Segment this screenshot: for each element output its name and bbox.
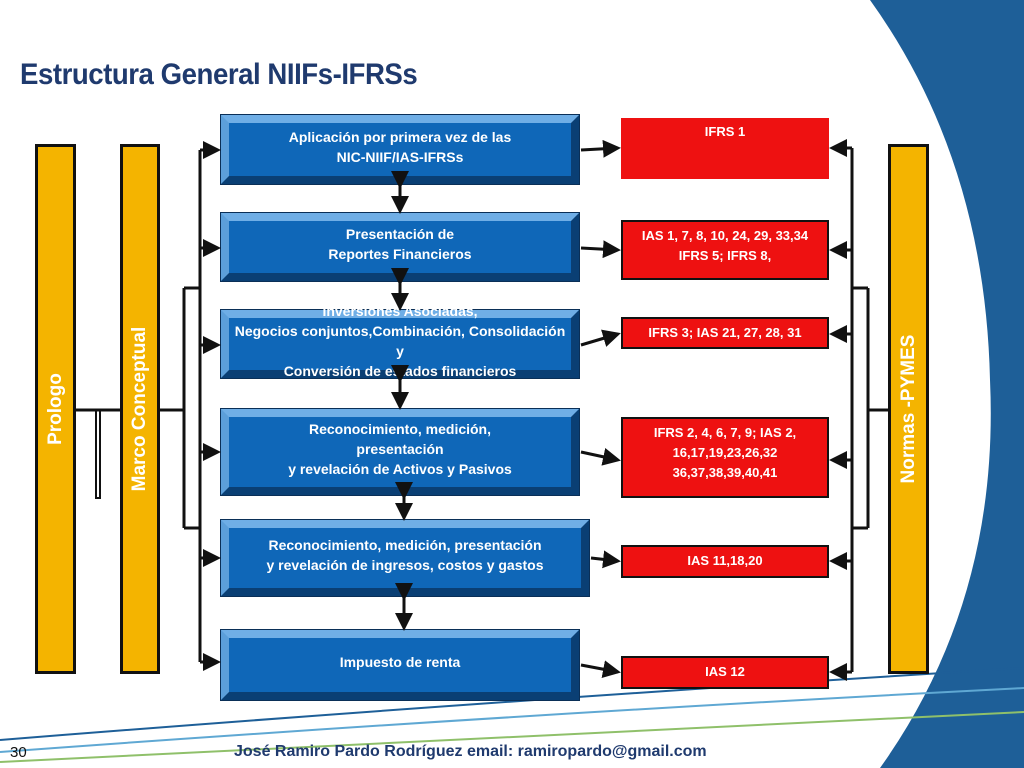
- footer-author: José Ramiro Pardo Rodríguez email: ramir…: [234, 743, 707, 760]
- standard-box-1: IFRS 1: [621, 118, 829, 179]
- bottom-curve-3: [0, 711, 1024, 763]
- standard-box-4: IFRS 2, 4, 6, 7, 9; IAS 2, 16,17,19,23,2…: [621, 417, 829, 498]
- topic-label-2: Presentación de Reportes Financieros: [328, 226, 472, 262]
- topic-label-5: Reconocimiento, medición, presentación y…: [266, 537, 544, 573]
- bottom-curve-1: [0, 667, 1024, 741]
- standard-box-6: IAS 12: [621, 656, 829, 689]
- page-number: 30: [10, 744, 27, 761]
- page-title: Estructura General NIIFs-IFRSs: [20, 58, 418, 91]
- arrow-topic5-standard5: [590, 550, 621, 569]
- arrow-topic4-standard4: [580, 448, 621, 466]
- right-blue-swoosh: [870, 0, 1024, 768]
- bar-prologo: Prologo: [35, 144, 76, 674]
- topic-label-4: Reconocimiento, medición, presentación y…: [288, 421, 512, 477]
- standard-box-2: IAS 1, 7, 8, 10, 24, 29, 33,34 IFRS 5; I…: [621, 220, 829, 280]
- topic-box-6: Impuesto de renta: [221, 630, 579, 700]
- standard-box-3: IFRS 3; IAS 21, 27, 28, 31: [621, 317, 829, 349]
- bar-marco-conceptual: Marco Conceptual: [120, 144, 160, 674]
- topic-label-6: Impuesto de renta: [339, 654, 461, 670]
- bar-normas-pymes: Normas -PYMES: [888, 144, 929, 674]
- bottom-curve-2: [0, 687, 1024, 753]
- arrow-topic6-standard6: [580, 660, 621, 679]
- arrow-topic2-standard2: [580, 240, 621, 259]
- standard-box-5: IAS 11,18,20: [621, 545, 829, 578]
- topic-label-1: Aplicación por primera vez de las NIC-NI…: [288, 128, 512, 165]
- connector-prologo-stem: [95, 410, 101, 499]
- arrow-topic3-standard3: [580, 329, 621, 347]
- topic-label-3: Inversiones Asociadas, Negocios conjunto…: [234, 303, 566, 379]
- arrow-topic1-standard1: [580, 139, 621, 158]
